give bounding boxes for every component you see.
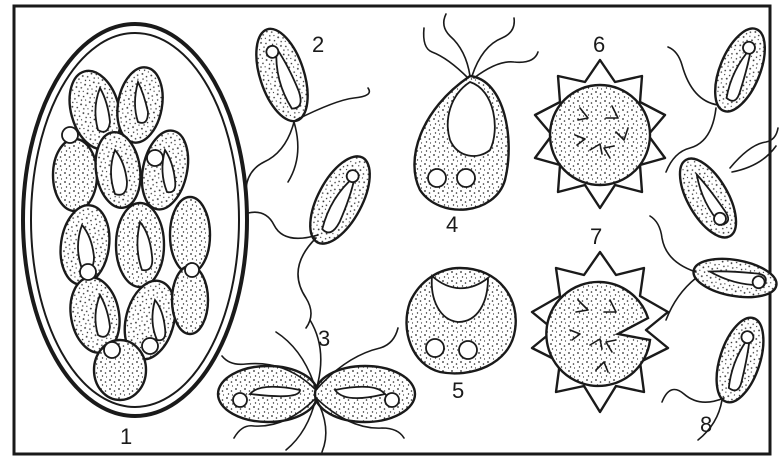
panel-6-cyst — [535, 60, 665, 208]
panel-label-6: 6 — [593, 32, 605, 57]
panel-4-cell — [414, 14, 538, 210]
panel-label-2: 2 — [312, 32, 324, 57]
panel-7-cyst — [532, 252, 668, 412]
panel-label-7: 7 — [590, 224, 602, 249]
panel-1-cyst — [23, 24, 247, 416]
panel-2-flagellates — [246, 23, 382, 328]
panel-label-5: 5 — [452, 378, 464, 403]
panel-label-1: 1 — [120, 424, 132, 449]
panel-3-dividing-cell — [218, 320, 415, 452]
panel-5-cell — [407, 268, 516, 373]
panel-label-4: 4 — [446, 212, 458, 237]
panel-8-flagellates — [650, 22, 779, 440]
panel-label-8: 8 — [700, 412, 712, 437]
panel-label-3: 3 — [318, 326, 330, 351]
